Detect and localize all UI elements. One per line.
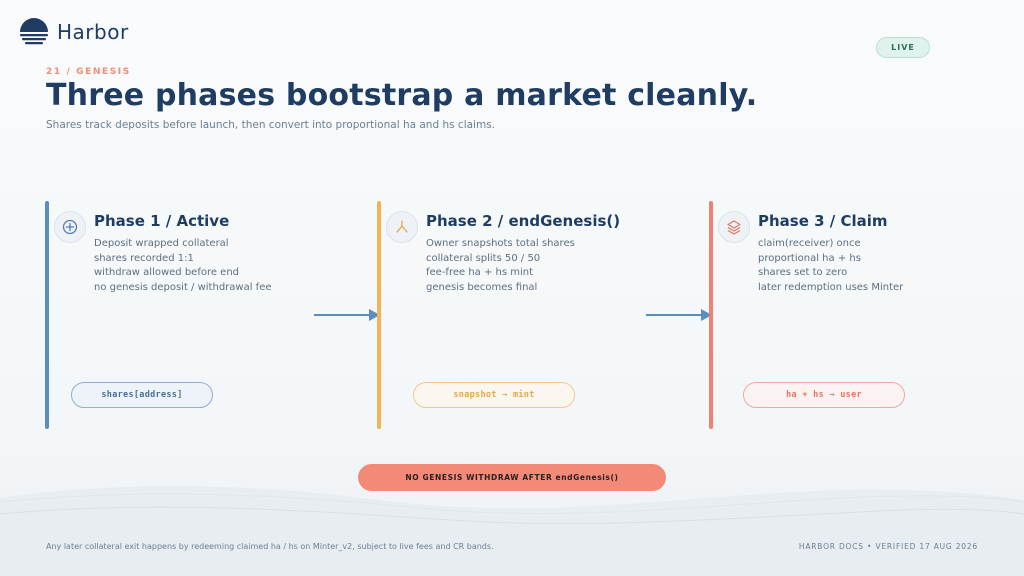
phase-line: fee-free ha + hs mint — [426, 267, 534, 279]
phase-line: proportional ha + hs — [758, 252, 861, 264]
phase-card-active: Phase 1 / Active Deposit wrapped collate… — [45, 201, 295, 429]
phase-accent-bar — [45, 201, 49, 429]
phase-code-pill: snapshot → mint — [413, 382, 575, 408]
phase-accent-bar — [709, 201, 713, 429]
harbor-logo: Harbor — [19, 17, 129, 47]
live-status-badge: LIVE — [876, 37, 930, 58]
phase-line: collateral splits 50 / 50 — [426, 252, 541, 264]
layers-icon — [718, 211, 750, 243]
phase-line: shares recorded 1:1 — [94, 252, 194, 264]
phase-line: Deposit wrapped collateral — [94, 238, 229, 249]
phase-card-claim: Phase 3 / Claim claim(receiver) once pro… — [709, 201, 959, 429]
phase-description: claim(receiver) once proportional ha + h… — [758, 237, 903, 295]
phase-line: Owner snapshots total shares — [426, 238, 575, 249]
phase-title: Phase 1 / Active — [94, 212, 230, 230]
phase-accent-bar — [377, 201, 381, 429]
phase-code-pill: ha + hs → user — [743, 382, 905, 408]
footer-note: Any later collateral exit happens by red… — [46, 542, 494, 551]
phase-line: genesis becomes final — [426, 281, 538, 293]
footer-meta: HARBOR DOCS • VERIFIED 17 AUG 2026 — [798, 542, 978, 551]
plus-circle-icon — [54, 211, 86, 243]
phase-description: Owner snapshots total shares collateral … — [426, 237, 575, 295]
phase-description: Deposit wrapped collateral shares record… — [94, 237, 272, 295]
page-title: Three phases bootstrap a market cleanly. — [46, 78, 758, 113]
section-eyebrow: 21 / GENESIS — [46, 67, 131, 77]
phase-code-pill: shares[address] — [71, 382, 213, 408]
phase-line: later redemption uses Minter — [758, 281, 904, 293]
background-wave — [0, 486, 1024, 576]
phase-line: withdraw allowed before end — [94, 267, 240, 279]
split-icon — [386, 211, 418, 243]
phase-title: Phase 2 / endGenesis() — [426, 212, 621, 230]
arrow-right-icon — [646, 309, 712, 321]
phase-line: no genesis deposit / withdrawal fee — [94, 281, 272, 293]
phase-card-end-genesis: Phase 2 / endGenesis() Owner snapshots t… — [377, 201, 627, 429]
phase-line: shares set to zero — [758, 267, 848, 279]
warning-banner: NO GENESIS WITHDRAW AFTER endGenesis() — [358, 464, 666, 491]
arrow-right-icon — [314, 309, 380, 321]
page-subtitle: Shares track deposits before launch, the… — [46, 119, 496, 131]
harbor-logo-icon — [20, 18, 48, 45]
brand-name: Harbor — [57, 20, 129, 44]
phase-line: claim(receiver) once — [758, 238, 861, 249]
phase-title: Phase 3 / Claim — [758, 212, 888, 230]
